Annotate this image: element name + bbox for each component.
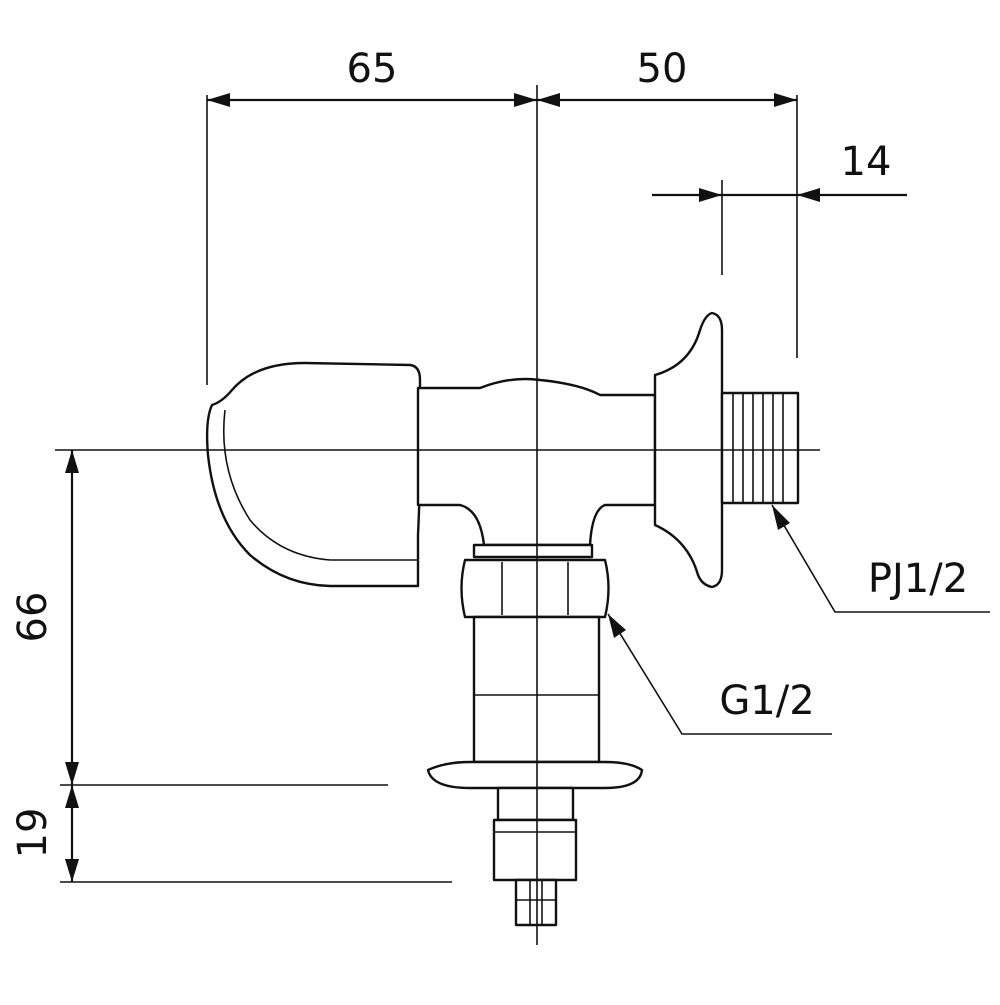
callout-pj12: PJ1/2 <box>771 504 990 613</box>
dimension-14-label: 14 <box>841 139 892 185</box>
faucet-body <box>205 311 800 927</box>
dimension-14: 14 <box>652 139 907 275</box>
lower-fitting-upper <box>496 786 575 822</box>
dimension-50-label: 50 <box>637 46 688 92</box>
dimension-50: 50 <box>537 46 798 358</box>
dimension-66: 66 <box>10 450 388 786</box>
callout-pj12-label: PJ1/2 <box>868 556 968 602</box>
hex-nut <box>460 558 610 619</box>
handle-cap <box>205 361 422 588</box>
thread-lines <box>732 393 784 503</box>
callout-g12: G1/2 <box>607 613 832 735</box>
callout-g12-label: G1/2 <box>719 678 814 724</box>
handle-cap-inner-curve <box>222 409 418 561</box>
outlet-thread-body <box>720 391 800 505</box>
bottom-stem <box>514 878 558 927</box>
lower-fitting-lower <box>492 818 578 882</box>
collar <box>472 543 594 559</box>
dimension-65: 65 <box>206 46 537 385</box>
dimension-19: 19 <box>10 785 452 883</box>
dimension-65-label: 65 <box>347 46 398 92</box>
dimension-19-label: 19 <box>10 808 56 859</box>
base-plate <box>426 760 644 790</box>
dimension-66-label: 66 <box>10 592 56 643</box>
